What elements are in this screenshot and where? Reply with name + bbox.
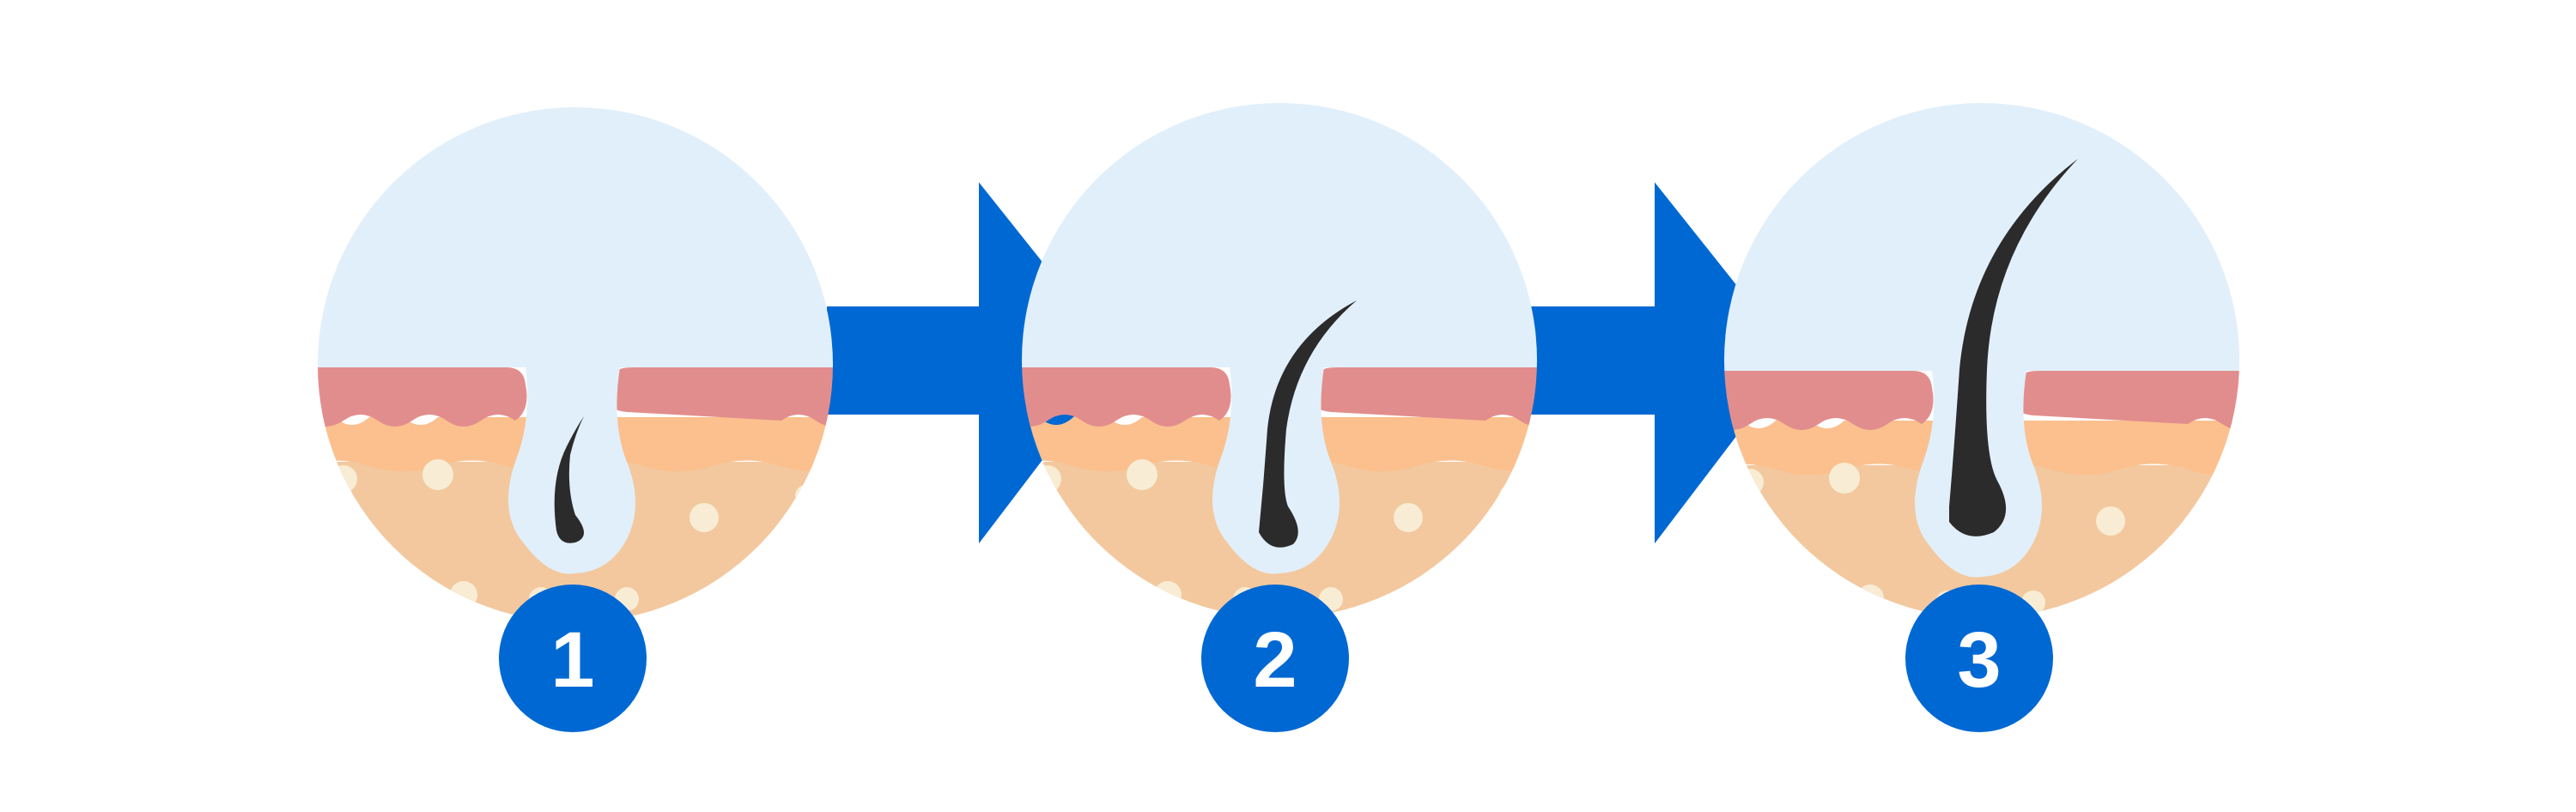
step-2-number: 2 xyxy=(1253,616,1297,704)
hair-strand-icon xyxy=(1259,300,1357,548)
hair-strand-icon xyxy=(554,416,584,543)
step-1-number: 1 xyxy=(550,616,594,704)
step-3-panel xyxy=(1724,103,2239,618)
step-3-number: 3 xyxy=(1957,616,2001,704)
right-arrow-icon xyxy=(1520,157,1807,569)
step-1-badge: 1 xyxy=(499,585,647,732)
step-2-badge: 2 xyxy=(1201,585,1349,732)
step-2-panel xyxy=(1022,103,1537,618)
step-1-panel xyxy=(318,107,833,622)
step-3-badge: 3 xyxy=(1905,585,2053,732)
hair-strand-icon xyxy=(1949,159,2078,536)
